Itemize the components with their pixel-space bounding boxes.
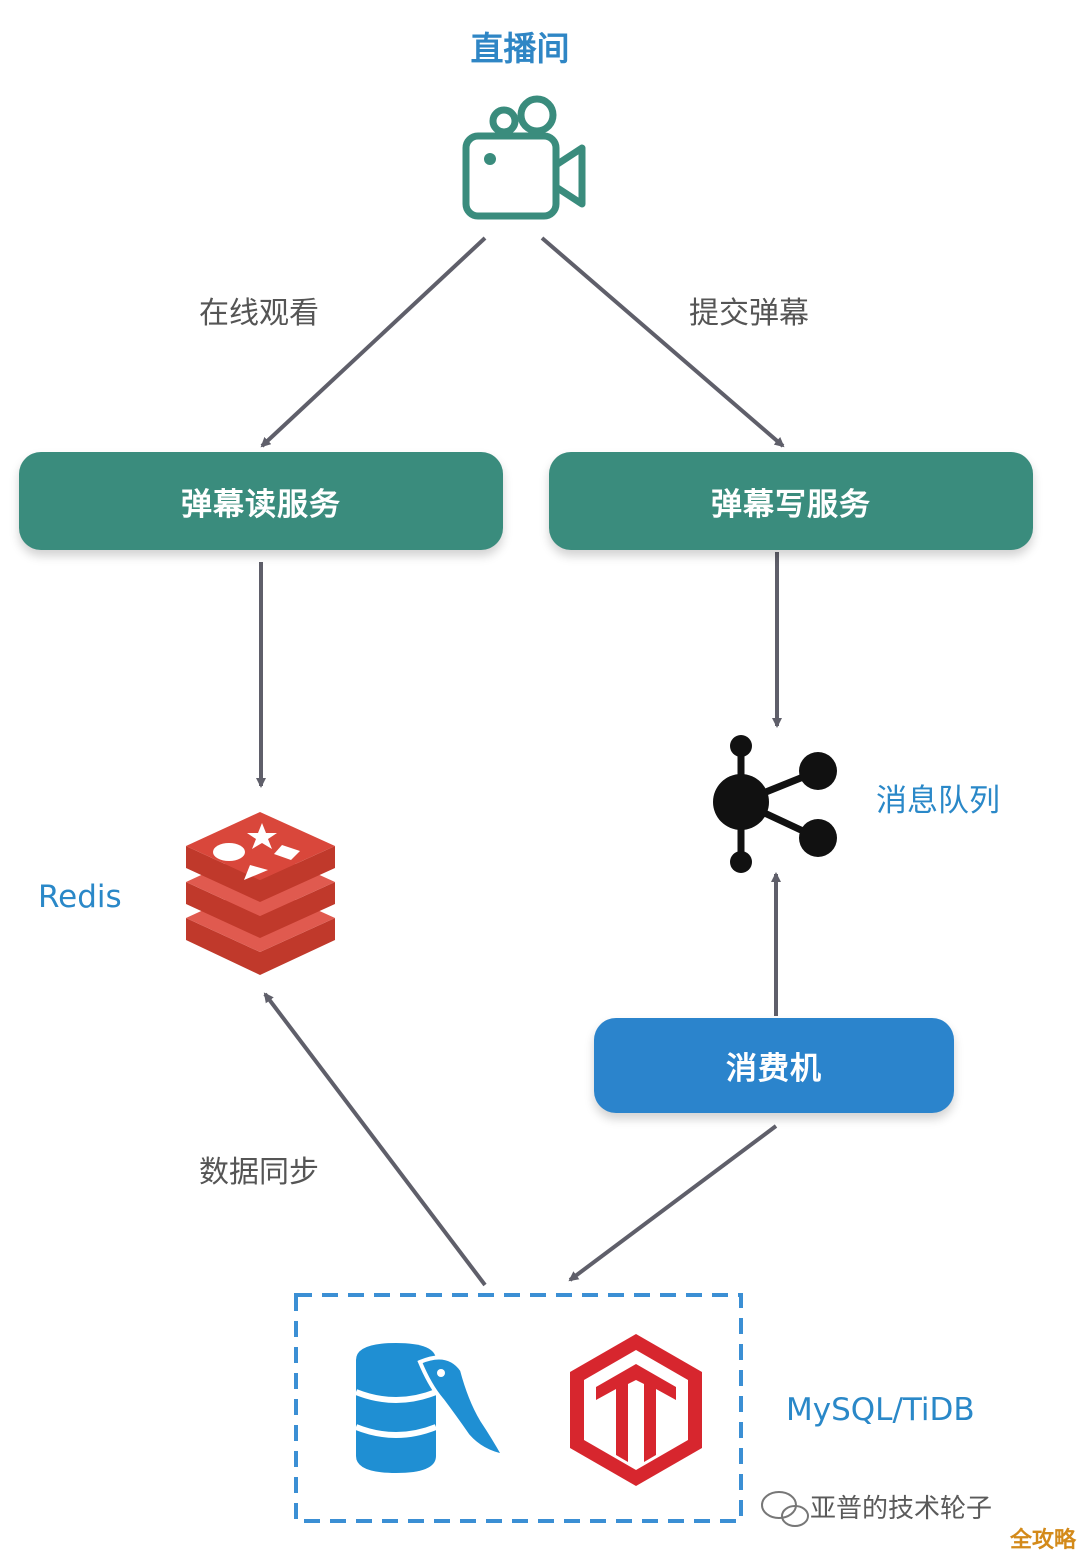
arrow-consumer-to-db: [568, 1124, 778, 1282]
edge-label-submit: 提交弹幕: [689, 296, 809, 331]
database-group: [294, 1293, 743, 1523]
message-queue-label: 消息队列: [876, 783, 1000, 819]
mysql-database-icon: [354, 1343, 508, 1473]
database-label: MySQL/TiDB: [786, 1392, 975, 1428]
arrow-submit: [540, 236, 785, 448]
tidb-logo-icon: [570, 1334, 702, 1486]
redis-logo-icon: [186, 812, 335, 975]
arrow-watch: [260, 236, 487, 448]
watermark-text: 亚普的技术轮子: [810, 1494, 993, 1524]
consumer-service: 消费机: [594, 1018, 954, 1113]
danmaku-write-service: 弹幕写服务: [549, 452, 1033, 550]
redis-label: Redis: [38, 879, 122, 915]
video-camera-icon: [462, 95, 586, 220]
danmaku-read-service-label: 弹幕读服务: [181, 486, 341, 523]
danmaku-write-service-label: 弹幕写服务: [711, 486, 871, 523]
wechat-icon: [761, 1491, 809, 1527]
message-queue-share-icon: [713, 735, 837, 873]
corner-tag: 全攻略: [1010, 1528, 1077, 1553]
live-room-title: 直播间: [470, 29, 570, 68]
danmaku-read-service: 弹幕读服务: [19, 452, 503, 550]
consumer-service-label: 消费机: [726, 1051, 822, 1087]
edge-label-sync: 数据同步: [199, 1155, 319, 1190]
edge-label-watch: 在线观看: [199, 296, 319, 331]
arrow-sync: [263, 992, 487, 1287]
